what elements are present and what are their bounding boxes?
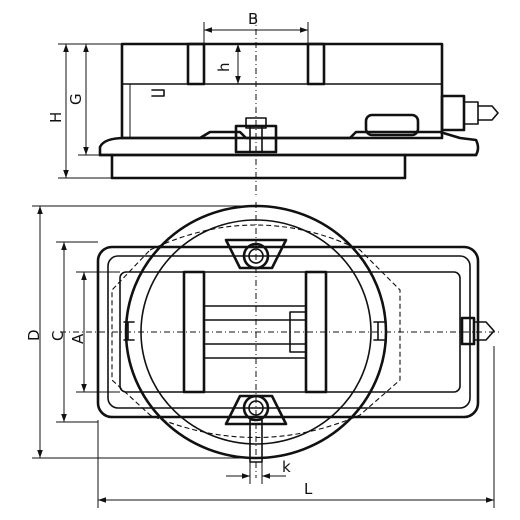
dimension-h: h [215, 44, 241, 84]
dimension-label-l: L [304, 480, 313, 498]
dimension-label-k: k [282, 458, 291, 476]
dimension-label-c: C [49, 331, 67, 341]
dimension-g: G [67, 43, 122, 156]
dimension-a: A [69, 271, 120, 393]
dimension-label-h: h [215, 62, 233, 72]
dimension-label-d: D [25, 329, 43, 341]
top-view [60, 202, 500, 478]
dimension-label-g: G [67, 93, 85, 105]
side-view [98, 16, 499, 196]
dimension-l: L [97, 346, 495, 508]
dimension-label-h-total: H [47, 112, 65, 123]
dimension-k: k [226, 458, 291, 484]
dimension-h-total: H [47, 43, 112, 179]
dimension-d: D [25, 205, 256, 459]
dimension-label-a: A [69, 333, 87, 344]
dimension-b: B [203, 10, 309, 44]
dimension-label-b: B [248, 10, 258, 28]
dimension-c: C [49, 241, 98, 423]
